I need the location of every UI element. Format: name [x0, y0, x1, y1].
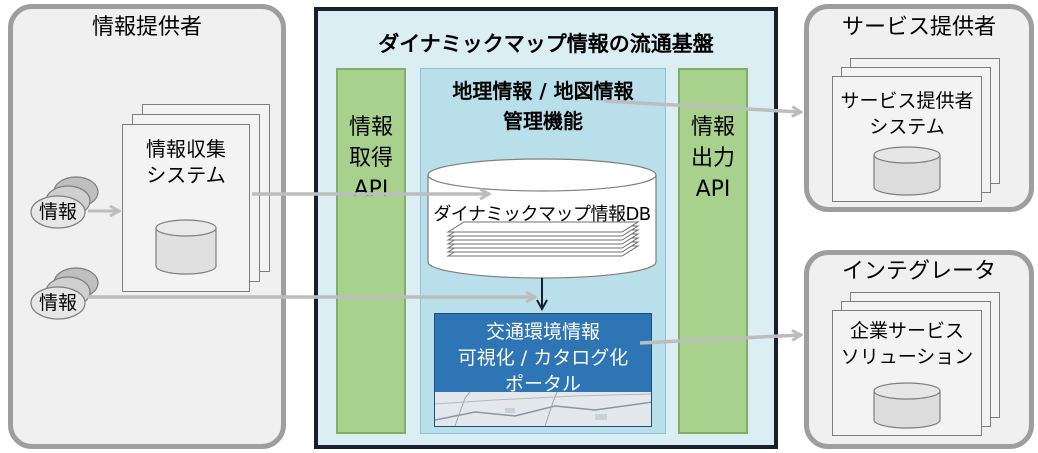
api-output-box: 情報 出力 API — [678, 68, 748, 434]
portal-map-thumbnail — [435, 392, 651, 426]
api-input-box: 情報 取得 API — [336, 68, 406, 434]
integrator-system-label-1: 企業サービス — [849, 320, 964, 342]
info-coin-stack-1 — [30, 176, 99, 229]
info-label-1: 情報 — [38, 201, 77, 223]
provider-db-icon — [155, 219, 217, 275]
portal-box: 交通環境情報 可視化 / カタログ化 ポータル — [434, 313, 652, 427]
info-label-2: 情報 — [38, 292, 77, 314]
api-output-line-3: API — [695, 177, 731, 202]
service-system-label-1: サービス提供者 — [840, 90, 974, 112]
service-system-label-2: システム — [869, 116, 945, 138]
provider-system-label-1: 情報収集 — [146, 137, 226, 161]
management-title-2: 管理機能 — [503, 109, 583, 133]
api-output-line-1: 情報 — [690, 115, 735, 140]
info-coin-stack-2 — [30, 267, 99, 320]
arrow-portal-to-integrator — [639, 335, 800, 345]
api-input-line-1: 情報 — [348, 115, 393, 140]
integrator-db-icon — [873, 382, 941, 429]
integrator-title: インテグレータ — [841, 259, 996, 284]
api-input-line-2: 取得 — [348, 146, 393, 171]
portal-line-1: 交通環境情報 — [485, 321, 600, 343]
platform-title: ダイナミックマップ情報の流通基盤 — [378, 32, 714, 56]
service-db-icon — [873, 146, 941, 196]
api-output-line-2: 出力 — [690, 146, 735, 171]
management-title-1: 地理情報 / 地図情報 — [452, 79, 634, 103]
api-input-line-3: API — [353, 177, 389, 202]
portal-line-2: 可視化 / カタログ化 — [457, 347, 629, 369]
integrator-system-label-2: ソリューション — [840, 346, 974, 368]
service-title: サービス提供者 — [841, 15, 996, 40]
map-layers-icon — [446, 221, 640, 257]
portal-line-3: ポータル — [504, 373, 581, 395]
provider-title: 情報提供者 — [91, 15, 202, 40]
dynamic-map-db-label: ダイナミックマップ情報DB — [433, 204, 651, 225]
arrow-mgmt-to-service — [603, 99, 800, 112]
provider-system-label-2: システム — [146, 163, 226, 187]
portal-map-lines — [435, 392, 651, 426]
